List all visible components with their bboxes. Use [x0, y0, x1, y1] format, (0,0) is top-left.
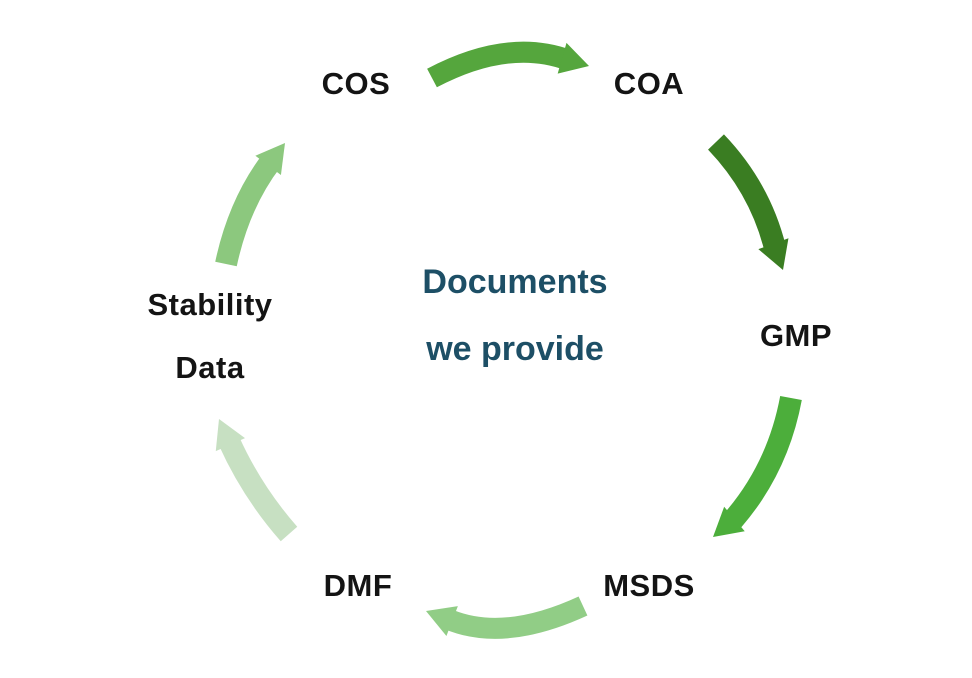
arrow-head	[426, 606, 458, 636]
arrow-head	[758, 238, 789, 270]
node-label-coa: COA	[613, 66, 685, 101]
node-label-dmf: DMF	[323, 568, 393, 603]
arrow-body	[724, 395, 802, 528]
arrow-coa-to-gmp-icon	[707, 134, 789, 270]
node-label-stability-data: Stability Data	[147, 287, 273, 385]
arrow-body	[707, 134, 786, 251]
node-label-gmp: GMP	[759, 318, 833, 353]
arrow-head	[557, 42, 589, 74]
arrow-body	[446, 596, 588, 639]
center-title-line1: Documents	[422, 263, 608, 301]
arrow-head	[215, 419, 246, 452]
node-label-cos: COS	[321, 66, 391, 101]
arrow-body	[427, 41, 572, 88]
arrow-gmp-to-msds-icon	[713, 395, 802, 537]
arrow-dmf-to-stability-icon	[215, 419, 298, 542]
arrow-msds-to-dmf-icon	[426, 596, 588, 639]
arrow-stability-to-cos-icon	[215, 143, 285, 267]
center-title: Documents we provide	[422, 249, 607, 383]
arrow-cos-to-coa-icon	[427, 41, 589, 88]
node-label-msds: MSDS	[603, 568, 695, 603]
arrow-head	[713, 506, 745, 537]
arrow-body	[218, 436, 298, 542]
center-title-line2: we provide	[426, 330, 604, 368]
arrow-head	[255, 143, 285, 175]
arrow-body	[215, 153, 281, 267]
